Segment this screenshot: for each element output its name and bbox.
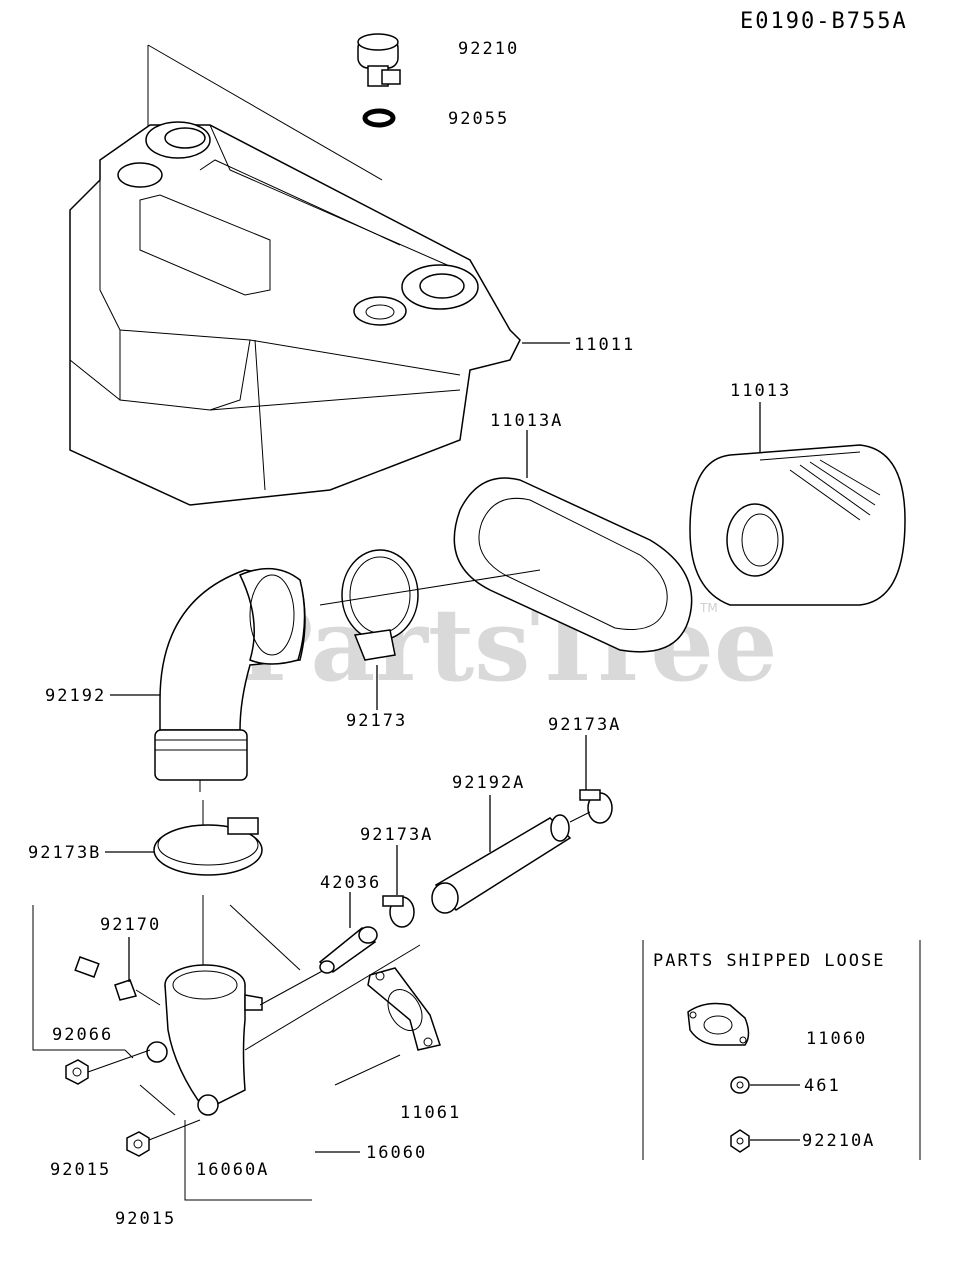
label-92210: 92210 — [458, 39, 519, 59]
elbow-body-16060-part — [146, 895, 263, 1116]
label-461: 461 — [804, 1076, 841, 1096]
label-92192: 92192 — [45, 686, 106, 706]
loose-title: PARTS SHIPPED LOOSE — [653, 951, 885, 971]
label-92066: 92066 — [52, 1025, 113, 1045]
cap-92210-part — [357, 33, 401, 87]
o-ring-92055-part — [362, 108, 396, 128]
label-11011: 11011 — [574, 335, 635, 355]
label-42036: 42036 — [320, 873, 381, 893]
fitting-92170-part — [74, 956, 137, 1001]
label-92015-left: 92015 — [50, 1160, 111, 1180]
label-11061: 11061 — [400, 1103, 461, 1123]
hose-92192A-part — [431, 814, 572, 914]
pipe-42036-part — [318, 926, 378, 974]
housing-11011-part — [69, 44, 521, 506]
label-92173A-mid: 92173A — [360, 825, 433, 845]
label-92173B: 92173B — [28, 843, 101, 863]
label-92173A-top: 92173A — [548, 715, 621, 735]
element-11013-part — [689, 444, 906, 606]
watermark: PartsTree — [238, 586, 778, 704]
label-16060A: 16060A — [196, 1160, 269, 1180]
diagram-code: E0190-B755A — [740, 9, 908, 34]
band-clamp-92173B-part — [153, 817, 263, 876]
elbow-duct-92192-part — [154, 567, 306, 792]
label-92055: 92055 — [448, 109, 509, 129]
label-11013A: 11013A — [490, 411, 563, 431]
parts-shipped-loose-box — [642, 940, 921, 1160]
label-92015-bottom: 92015 — [115, 1209, 176, 1229]
label-11060: 11060 — [806, 1029, 867, 1049]
label-92173: 92173 — [346, 711, 407, 731]
label-11013: 11013 — [730, 381, 791, 401]
nut-92210A-part — [730, 1129, 750, 1153]
gasket-11061-part — [367, 967, 441, 1051]
label-16060: 16060 — [366, 1143, 427, 1163]
watermark-tm: TM — [699, 601, 718, 615]
nut-92015-bottom-part — [126, 1131, 150, 1157]
label-92170: 92170 — [100, 915, 161, 935]
label-92192A: 92192A — [452, 773, 525, 793]
label-92210A: 92210A — [802, 1131, 875, 1151]
nut-92015-left-part — [65, 1059, 89, 1085]
washer-461-part — [730, 1076, 750, 1094]
clamp-92173A-mid-part — [382, 895, 415, 928]
gasket-11060-part — [687, 1002, 750, 1046]
pre-cleaner-11013A-part — [453, 477, 693, 653]
clamp-92173A-top-part — [579, 789, 613, 824]
